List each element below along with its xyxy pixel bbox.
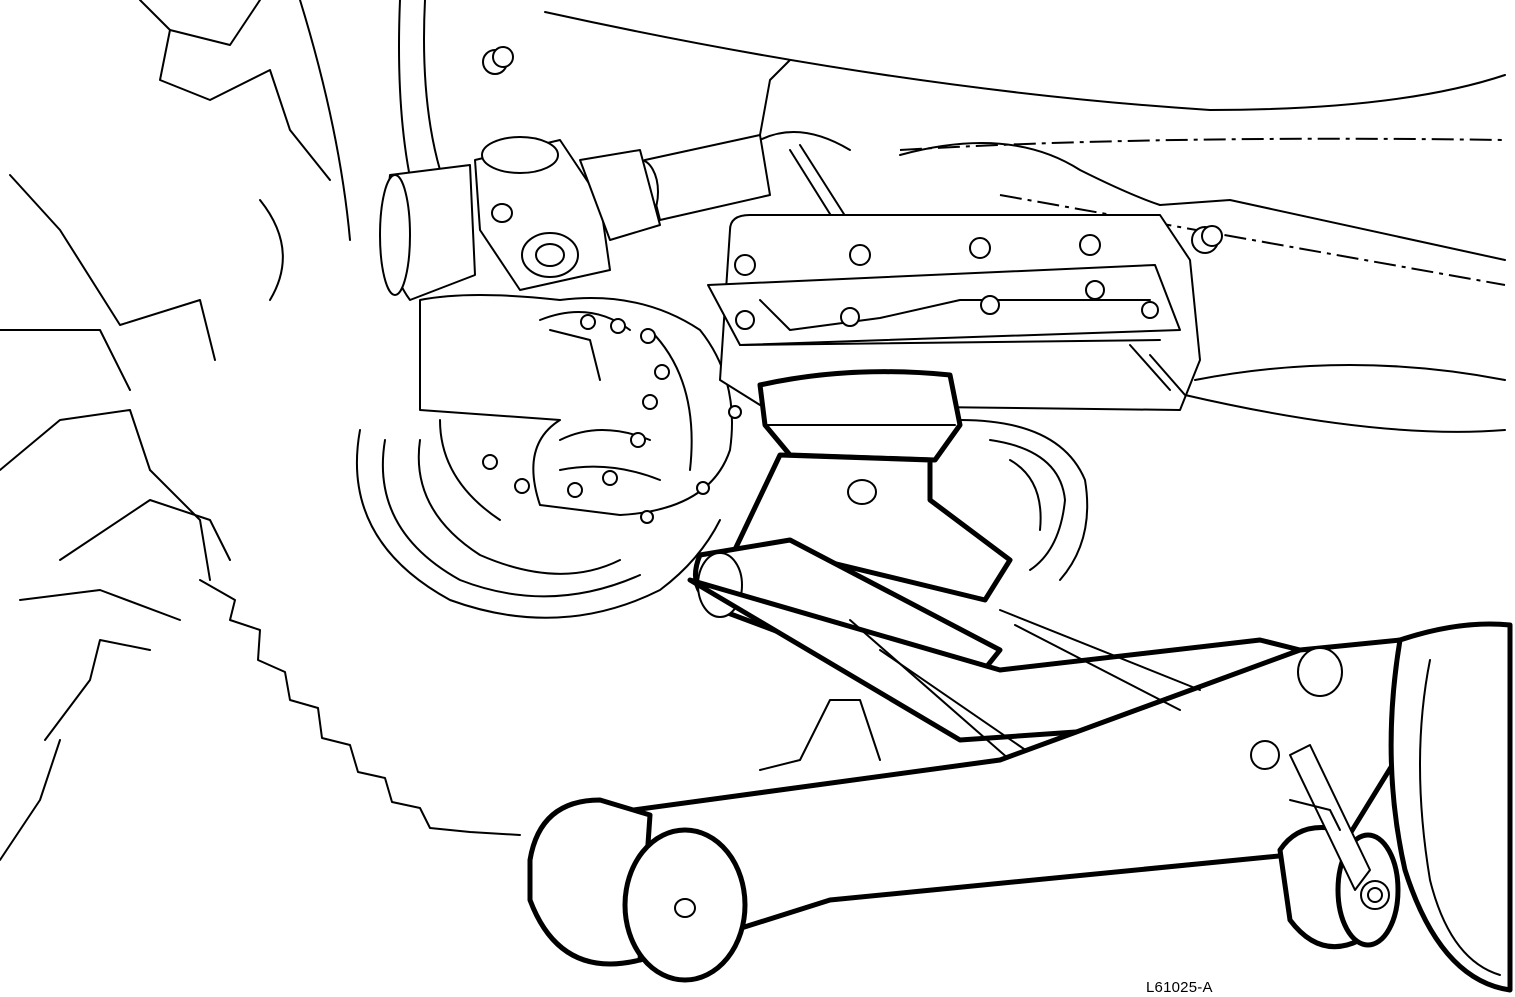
- bracket-icon: [707, 214, 1223, 411]
- jack-handle-icon: [999, 609, 1201, 711]
- brake-drum-icon: [355, 419, 1089, 619]
- differential-housing-icon: [419, 46, 742, 524]
- figure-reference-code: L61025-A: [1146, 979, 1213, 996]
- tire-icon: [0, 0, 521, 861]
- floor-jack-icon: [527, 369, 1513, 993]
- universal-joint-icon: [474, 136, 661, 291]
- vehicle-underbody: [398, 0, 1506, 433]
- jack-saddle-icon: [757, 369, 963, 463]
- wheel-icon: [527, 797, 748, 983]
